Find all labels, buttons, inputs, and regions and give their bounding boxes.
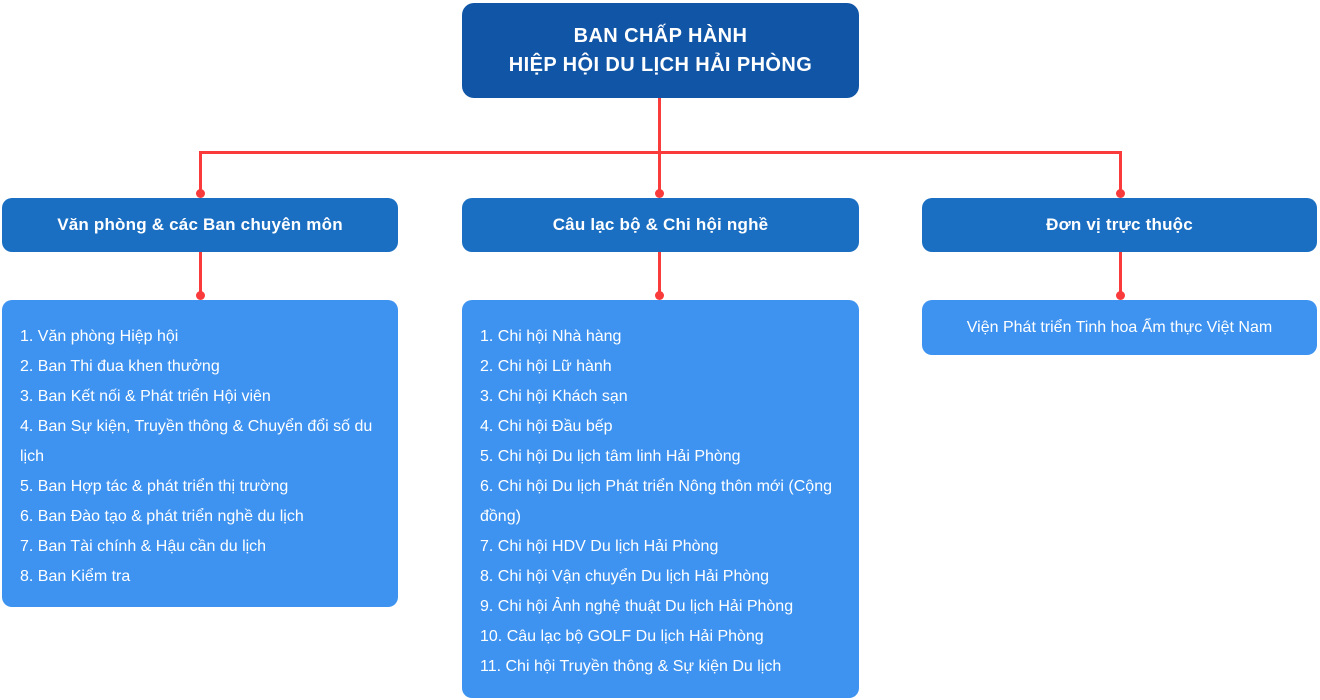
- branch-header-label: Đơn vị trực thuộc: [1046, 215, 1193, 234]
- branch-header-label: Văn phòng & các Ban chuyên môn: [57, 215, 343, 234]
- list-item: 5. Ban Hợp tác & phát triển thị trường: [20, 478, 289, 495]
- branch-list-clubs-chapters: 1. Chi hội Nhà hàng 2. Chi hội Lữ hành 3. …: [462, 300, 859, 698]
- list-item: 8. Chi hội Vận chuyển Du lịch Hải Phòng: [480, 568, 770, 585]
- list-item: 3. Ban Kết nối & Phát triển Hội viên: [20, 388, 271, 405]
- connector-dot: [655, 291, 664, 300]
- connector-drop-line-right: [1119, 151, 1122, 195]
- connector-root-vline: [658, 98, 661, 152]
- root-title-line2: HIỆP HỘI DU LỊCH HẢI PHÒNG: [508, 53, 813, 76]
- connector-dot: [1116, 189, 1125, 198]
- list-item: 5. Chi hội Du lịch tâm linh Hải Phòng: [480, 448, 741, 465]
- connector-drop-line-middle: [658, 151, 661, 195]
- connector-dot: [1116, 291, 1125, 300]
- branch-header-affiliated-units: Đơn vị trực thuộc: [922, 198, 1317, 252]
- list-item: 3. Chi hội Khách sạn: [480, 388, 628, 405]
- connector-dot: [196, 291, 205, 300]
- list-item: 6. Chi hội Du lịch Phát triển Nông thôn …: [480, 478, 832, 525]
- list-item: 9. Chi hội Ảnh nghệ thuật Du lịch Hải Ph…: [480, 598, 794, 615]
- list-item: 10. Câu lạc bộ GOLF Du lịch Hải Phòng: [480, 628, 764, 645]
- connector-sub-line-right: [1119, 252, 1122, 293]
- connector-dot: [655, 189, 664, 198]
- root-node-executive-board: BAN CHẤP HÀNH HIỆP HỘI DU LỊCH HẢI PHÒNG: [462, 3, 859, 98]
- connector-drop-line-left: [199, 151, 202, 195]
- connector-dot: [196, 189, 205, 198]
- list-item: 7. Chi hội HDV Du lịch Hải Phòng: [480, 538, 719, 555]
- list-item: 2. Ban Thi đua khen thưởng: [20, 358, 220, 375]
- list-item: 6. Ban Đào tạo & phát triển nghề du lịch: [20, 508, 304, 525]
- list-item: 1. Chi hội Nhà hàng: [480, 328, 622, 345]
- branch-header-office-departments: Văn phòng & các Ban chuyên môn: [2, 198, 398, 252]
- connector-sub-line-middle: [658, 252, 661, 293]
- list-item: 4. Chi hội Đầu bếp: [480, 418, 613, 435]
- branch-list-office-departments: 1. Văn phòng Hiệp hội 2. Ban Thi đua khen…: [2, 300, 398, 607]
- list-item: 2. Chi hội Lữ hành: [480, 358, 612, 375]
- connector-sub-line-left: [199, 252, 202, 293]
- branch-header-clubs-chapters: Câu lạc bộ & Chi hội nghề: [462, 198, 859, 252]
- list-item: 7. Ban Tài chính & Hậu cần du lịch: [20, 538, 267, 555]
- list-item: 4. Ban Sự kiện, Truyền thông & Chuyển đổ…: [20, 418, 373, 465]
- list-item: Viện Phát triển Tinh hoa Ẩm thực Việt Na…: [966, 318, 1273, 336]
- branch-list-affiliated-units: Viện Phát triển Tinh hoa Ẩm thực Việt Na…: [922, 300, 1317, 355]
- root-title-line1: BAN CHẤP HÀNH: [573, 24, 748, 47]
- list-item: 11. Chi hội Truyền thông & Sự kiện Du lị…: [480, 658, 782, 675]
- list-item: 1. Văn phòng Hiệp hội: [20, 328, 179, 345]
- list-item: 8. Ban Kiểm tra: [20, 568, 131, 585]
- branch-header-label: Câu lạc bộ & Chi hội nghề: [552, 215, 769, 234]
